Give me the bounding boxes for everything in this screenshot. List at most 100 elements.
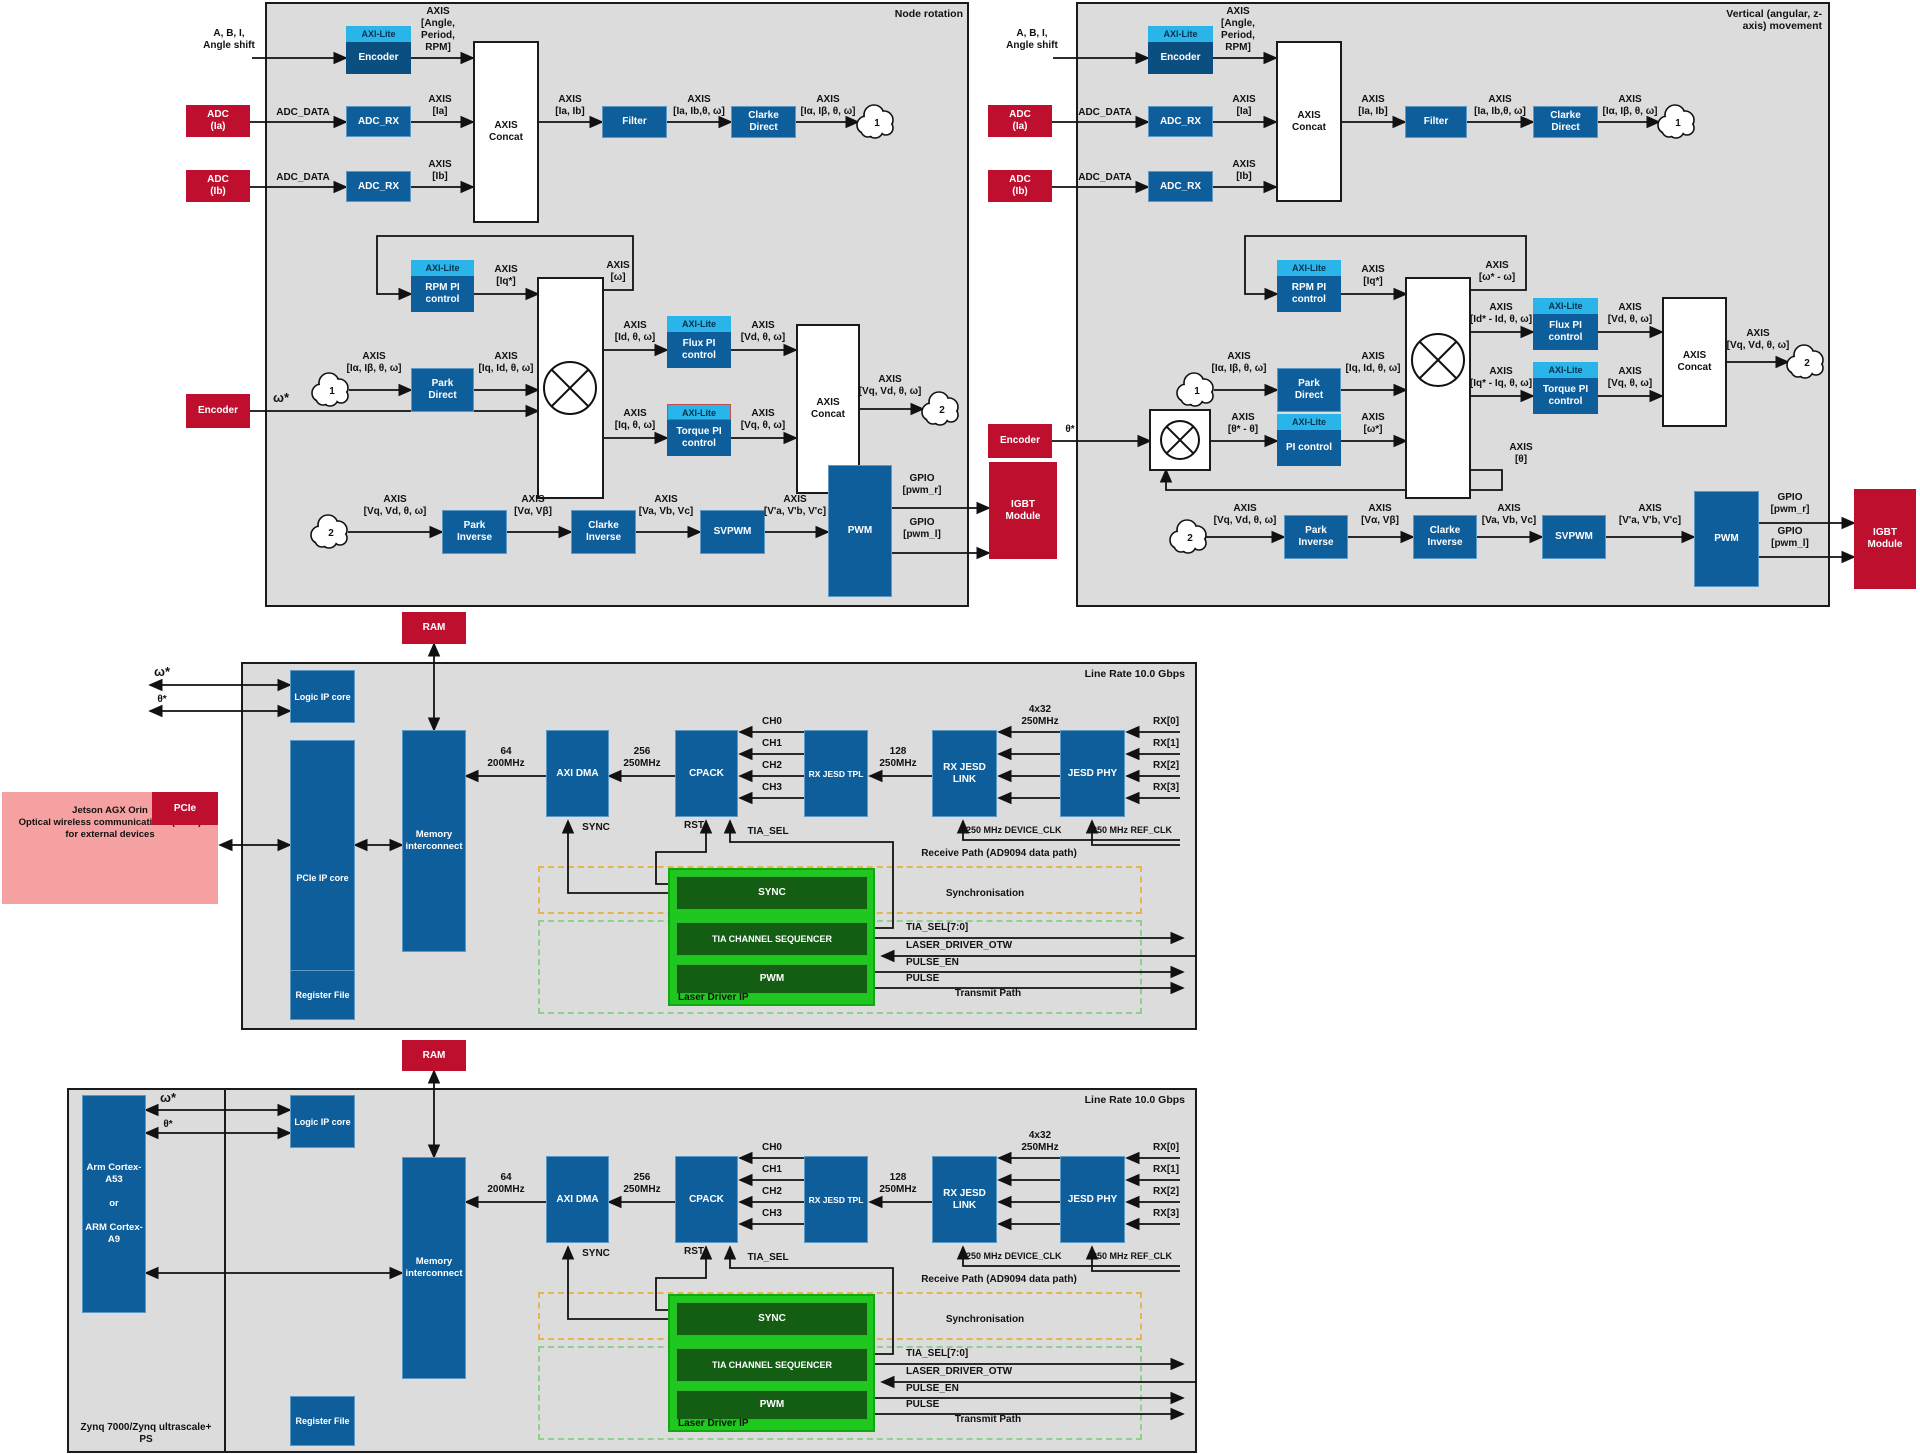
axis-concat-in-v: AXIS Concat bbox=[1276, 41, 1342, 202]
cloud-2-out-p2: 2 bbox=[1786, 344, 1824, 379]
igbt-module-v-label: IGBT Module bbox=[1867, 527, 1903, 550]
flux-pi-v-label: Flux PI control bbox=[1533, 314, 1598, 350]
diagram-label: AXIS [Vq, Vd, θ, ω] bbox=[858, 374, 922, 397]
rpm-pi-label: RPM PI control bbox=[411, 276, 474, 312]
register-file-top: Register File bbox=[290, 970, 355, 1020]
diagram-label: AXIS [Iq*] bbox=[1361, 264, 1385, 287]
rx-jesd-link-top: RX JESD LINK bbox=[932, 730, 997, 817]
diagram-label: CH2 bbox=[761, 1186, 783, 1197]
diagram-label: AXIS [Ib] bbox=[428, 159, 452, 182]
diagram-label: 250 MHz DEVICE_CLK bbox=[966, 825, 1062, 835]
diagram-label: AXIS [Va, Vb, Vc] bbox=[638, 494, 694, 517]
diagram-label: AXIS [Vq, θ, ω] bbox=[1607, 366, 1653, 389]
rx-jesd-tpl-top: RX JESD TPL bbox=[804, 730, 868, 817]
svpwm-v: SVPWM bbox=[1542, 515, 1606, 559]
wire bbox=[561, 1245, 676, 1320]
diagram-label: Transmit Path bbox=[954, 988, 1022, 999]
tia-sequencer-bottom: TIA CHANNEL SEQUENCER bbox=[676, 1348, 868, 1382]
wire bbox=[1085, 1245, 1180, 1272]
cpack-bottom: CPACK bbox=[675, 1156, 738, 1243]
wire bbox=[956, 1245, 1180, 1267]
diagram-label: 250 MHz DEVICE_CLK bbox=[966, 1251, 1062, 1261]
park-direct-v-label: Park Direct bbox=[1294, 378, 1324, 401]
axis-concat-in-v-label: AXIS Concat bbox=[1292, 109, 1326, 133]
diagram-label: LASER_DRIVER_OTW bbox=[906, 940, 1013, 951]
diagram-label: AXIS [Angle, Period, RPM] bbox=[421, 6, 455, 53]
diagram-label: GPIO [pwm_r] bbox=[1770, 492, 1810, 515]
tia-sequencer-top: TIA CHANNEL SEQUENCER bbox=[676, 922, 868, 956]
adc-rx-2-v-label: ADC_RX bbox=[1159, 180, 1202, 192]
sync-block-bottom: SYNC bbox=[676, 1302, 868, 1336]
diagram-label: PULSE bbox=[906, 973, 940, 984]
diagram-label: ADC_DATA bbox=[1078, 107, 1132, 118]
ram-bottom-label: RAM bbox=[422, 1049, 446, 1061]
axis-concat-in: AXIS Concat bbox=[473, 41, 539, 223]
memory-interconnect-top: Memory interconnect bbox=[402, 730, 466, 952]
torque-pi-v-label: Torque PI control bbox=[1533, 378, 1598, 414]
clarke-inverse: Clarke Inverse bbox=[571, 510, 636, 554]
cloud-number: 2 bbox=[1804, 358, 1810, 369]
diagram-label: AXIS [Iq, θ, ω] bbox=[614, 408, 656, 431]
diagram-label: ADC_DATA bbox=[276, 107, 330, 118]
diagram-label: AXIS [Iq, Id, θ, ω] bbox=[1345, 351, 1401, 374]
diagram-label: 128 250MHz bbox=[879, 1172, 917, 1195]
wire bbox=[1159, 468, 1503, 491]
torque-pi-v-axi-lite-header: AXI-Lite bbox=[1533, 362, 1598, 378]
diagram-label: Zynq 7000/Zynq ultrascale+ PS bbox=[80, 1422, 212, 1445]
adc-rx-2-v: ADC_RX bbox=[1148, 171, 1213, 202]
wire bbox=[1244, 235, 1527, 301]
diagram-label: AXIS [Ia] bbox=[1232, 94, 1256, 117]
diagram-label: AXIS [ω* - ω] bbox=[1478, 260, 1516, 283]
register-file-top-label: Register File bbox=[295, 990, 350, 1000]
diagram-label: AXIS [Id* - Id, θ, ω] bbox=[1469, 302, 1533, 325]
diagram-label: 250 MHz REF_CLK bbox=[1092, 1251, 1173, 1261]
wire bbox=[723, 819, 894, 929]
adc-ib: ADC (Ib) bbox=[186, 170, 250, 202]
diagram-label: ω* bbox=[153, 664, 171, 679]
comparator-node bbox=[1149, 409, 1211, 471]
ram-top: RAM bbox=[402, 612, 466, 644]
diagram-label: ω* bbox=[272, 390, 290, 405]
diagram-label: RST bbox=[684, 1246, 704, 1257]
diagram-label: AXIS [Vq, θ, ω] bbox=[740, 408, 786, 431]
diagram-label: A, B, I, Angle shift bbox=[1006, 28, 1058, 51]
diagram-label: AXIS [θ* - θ] bbox=[1227, 412, 1259, 435]
encoder-ext-v: Encoder bbox=[988, 424, 1052, 458]
diagram-label: AXIS [Iq*] bbox=[494, 264, 518, 287]
diagram-label: 4x32 250MHz bbox=[1021, 704, 1059, 727]
encoder-ip-v-label: Encoder bbox=[1148, 42, 1213, 74]
adc-rx-1-label: ADC_RX bbox=[357, 115, 400, 127]
rpm-pi-axi-lite-header: AXI-Lite bbox=[411, 260, 474, 276]
diagram-label: AXIS [Id, θ, ω] bbox=[614, 320, 656, 343]
axis-concat-out: AXIS Concat bbox=[796, 324, 860, 494]
adc-ib-label: ADC (Ib) bbox=[207, 174, 229, 197]
park-direct: Park Direct bbox=[411, 368, 474, 412]
diagram-label: PULSE_EN bbox=[906, 1383, 959, 1394]
cloud-number: 2 bbox=[939, 405, 945, 416]
igbt-module-v: IGBT Module bbox=[1854, 489, 1916, 589]
diagram-label: θ* bbox=[157, 694, 167, 705]
clarke-direct-label: Clarke Direct bbox=[748, 110, 779, 133]
diagram-label: PULSE bbox=[906, 1399, 940, 1410]
register-file-bottom: Register File bbox=[290, 1396, 355, 1446]
pwm-block-top: PWM bbox=[676, 964, 868, 994]
diagram-label: GPIO [pwm_l] bbox=[903, 517, 941, 540]
diagram-label: Receive Path (AD9094 data path) bbox=[921, 1274, 1077, 1285]
rx-jesd-link-bottom-label: RX JESD LINK bbox=[943, 1187, 986, 1211]
pwm-label: PWM bbox=[847, 525, 873, 536]
diagram-label: AXIS [Vd, θ, ω] bbox=[1607, 302, 1653, 325]
adc-ib-v-label: ADC (Ib) bbox=[1009, 174, 1031, 197]
diagram-label: TIA_SEL bbox=[747, 1252, 789, 1263]
diagram-label: Vertical (angular, z-axis) movement bbox=[1726, 8, 1822, 32]
wire bbox=[1085, 819, 1180, 846]
diagram-label: AXIS [Vq, Vd, θ, ω] bbox=[363, 494, 427, 517]
jesd-phy-bottom-label: JESD PHY bbox=[1067, 1193, 1118, 1205]
rpm-pi-v-label: RPM PI control bbox=[1277, 276, 1341, 312]
diagram-label: AXIS [Vα, Vβ] bbox=[1361, 503, 1399, 526]
diagram-label: AXIS [Vd, θ, ω] bbox=[740, 320, 786, 343]
diagram-label: AXIS [Iq* - Iq, θ, ω] bbox=[1469, 366, 1533, 389]
cloud-number: 1 bbox=[329, 386, 335, 397]
pwm-block-top-label: PWM bbox=[759, 973, 785, 984]
